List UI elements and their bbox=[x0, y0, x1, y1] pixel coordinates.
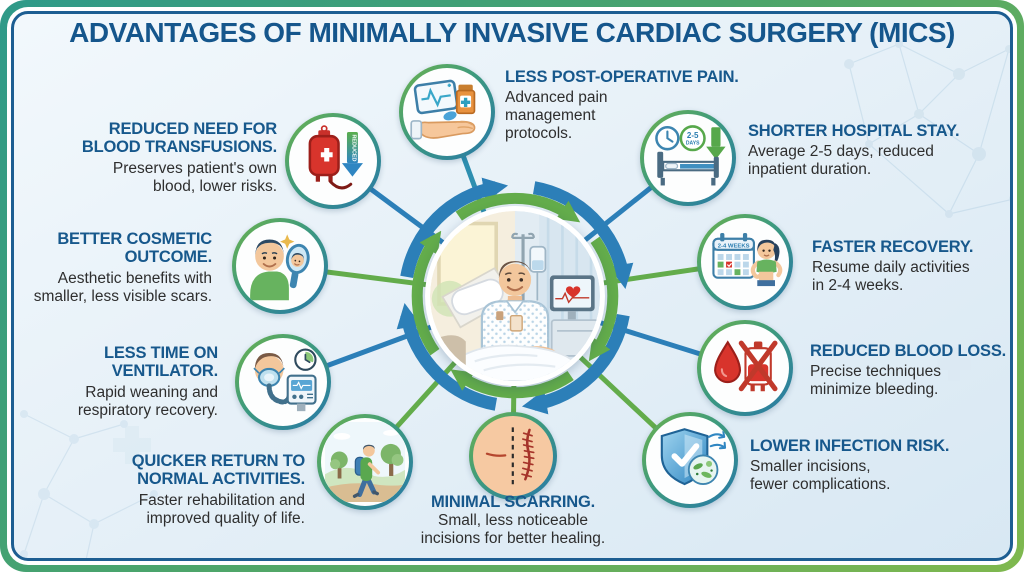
medical-cross-decoration-2 bbox=[937, 347, 971, 381]
infection-risk-icon bbox=[642, 412, 738, 508]
blanket bbox=[461, 344, 573, 381]
pain-management-icon bbox=[399, 64, 495, 160]
days-value: 2-5 bbox=[686, 131, 698, 140]
molecule-network-decoration-2 bbox=[20, 410, 158, 558]
days-unit: DAYS bbox=[685, 140, 699, 146]
infographic-title: ADVANTAGES OF MINIMALLY INVASIVE CARDIAC… bbox=[69, 17, 955, 48]
item-heading: LESS POST-OPERATIVE PAIN. bbox=[505, 68, 739, 86]
minimal-scarring-icon bbox=[469, 412, 557, 500]
item-heading: MINIMAL SCARRING. bbox=[430, 493, 596, 511]
chest-bandage bbox=[509, 314, 523, 332]
reduced-label: REDUCED bbox=[350, 134, 356, 161]
advantage-minimal-scarring: MINIMAL SCARRING. Small, less noticeable… bbox=[383, 493, 643, 548]
molecule-network-decoration bbox=[844, 40, 1010, 218]
item-heading: LOWER INFECTION RISK. bbox=[750, 437, 950, 455]
medical-cross-decoration bbox=[113, 426, 151, 464]
item-subtext: Smaller incisions,fewer complications. bbox=[750, 458, 891, 494]
advantage-hospital-stay: SHORTER HOSPITAL STAY. Average 2-5 days,… bbox=[748, 122, 1006, 179]
item-heading: REDUCED BLOOD LOSS. bbox=[810, 342, 1007, 360]
advantage-faster-recovery: FASTER RECOVERY. Resume daily activities… bbox=[812, 238, 1012, 295]
cosmetic-outcome-icon bbox=[232, 218, 328, 314]
blood-loss-icon bbox=[697, 320, 793, 416]
faster-recovery-icon: 2-4 WEEKS bbox=[697, 214, 793, 310]
item-heading: SHORTER HOSPITAL STAY. bbox=[748, 122, 960, 140]
center-patient-illustration bbox=[425, 206, 605, 386]
weeks-label: 2-4 WEEKS bbox=[717, 243, 749, 249]
item-heading: FASTER RECOVERY. bbox=[812, 238, 974, 256]
blood-transfusion-icon: REDUCED bbox=[285, 113, 381, 209]
advantage-infection-risk: LOWER INFECTION RISK. Smaller incisions,… bbox=[750, 437, 1000, 494]
ventilator-icon bbox=[235, 334, 331, 430]
